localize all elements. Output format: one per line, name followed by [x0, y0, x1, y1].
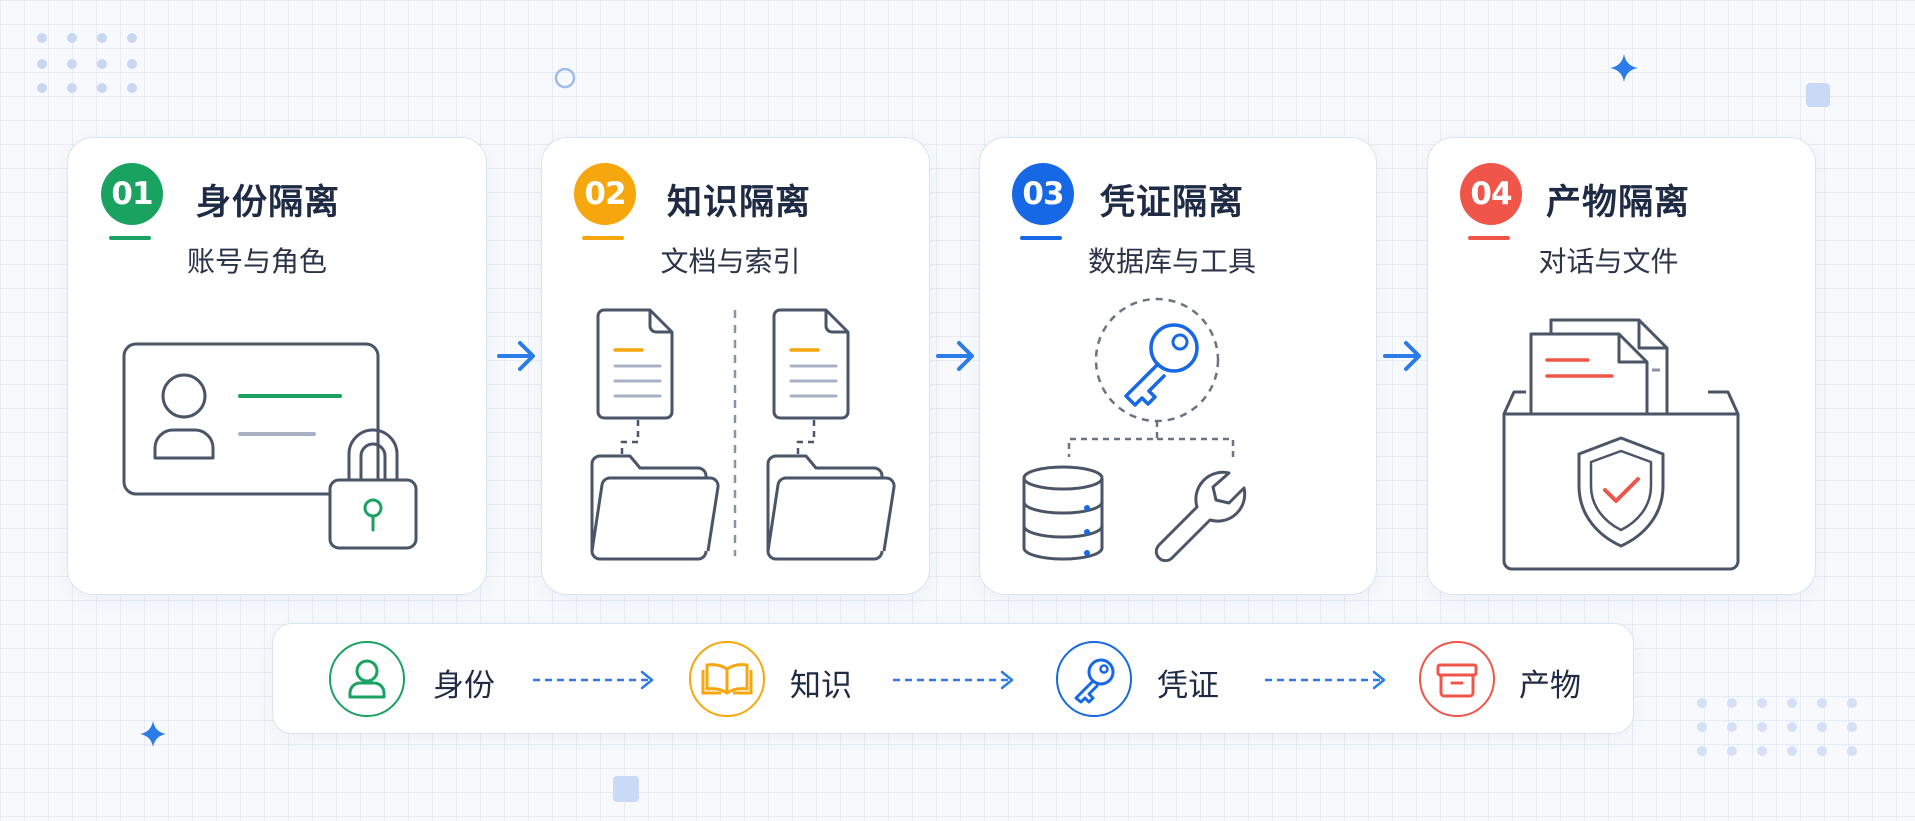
- dot-grid-decoration: [1697, 698, 1857, 756]
- card-title: 产物隔离: [1546, 183, 1691, 223]
- arrow-right-icon: [936, 341, 974, 371]
- shielded-box-icon: [1502, 318, 1740, 571]
- badge-underline: [582, 236, 624, 240]
- flow-label: 产物: [1519, 668, 1581, 704]
- flow-label: 知识: [790, 668, 852, 704]
- card-subtitle: 数据库与工具: [1087, 245, 1256, 278]
- dashed-arrow-icon: [893, 670, 1014, 690]
- square-decoration: [613, 776, 639, 802]
- step-number-badge: 03: [1012, 163, 1074, 225]
- badge-underline: [1468, 236, 1510, 240]
- arrow-right-icon: [1383, 341, 1421, 371]
- step-number-badge: 04: [1460, 163, 1522, 225]
- step-number-badge: 01: [101, 163, 163, 225]
- card-knowledge-isolation: 02 知识隔离 文档与索引: [541, 137, 930, 595]
- step-number-badge: 02: [574, 163, 636, 225]
- card-credential-isolation: 03 凭证隔离 数据库与工具: [979, 137, 1377, 595]
- flow-label: 身份: [433, 668, 495, 704]
- sparkle-decoration: [140, 721, 166, 747]
- card-identity-isolation: 01 身份隔离 账号与角色: [67, 137, 487, 595]
- key-icon: [1056, 641, 1132, 717]
- ring-decoration: [554, 67, 576, 89]
- dashed-arrow-icon: [533, 670, 654, 690]
- id-card-lock-icon: [122, 342, 418, 550]
- user-icon: [329, 641, 405, 717]
- square-decoration: [1806, 83, 1830, 107]
- arrow-right-icon: [497, 341, 535, 371]
- card-subtitle: 文档与索引: [660, 245, 801, 278]
- card-title: 知识隔离: [667, 183, 812, 223]
- isolation-flow-bar: 身份 知识 凭证 产物: [272, 623, 1634, 734]
- dashed-arrow-icon: [1265, 670, 1386, 690]
- card-subtitle: 对话与文件: [1538, 245, 1679, 278]
- card-title: 身份隔离: [196, 183, 341, 223]
- document-folder-icon: [590, 308, 896, 561]
- key-database-tool-icon: [1022, 297, 1247, 563]
- badge-underline: [1020, 236, 1062, 240]
- card-artifact-isolation: 04 产物隔离 对话与文件: [1427, 137, 1816, 595]
- dot-grid-decoration: [37, 33, 137, 93]
- card-subtitle: 账号与角色: [186, 245, 327, 278]
- archive-box-icon: [1419, 641, 1495, 717]
- sparkle-decoration: [1610, 54, 1638, 82]
- flow-label: 凭证: [1157, 668, 1219, 704]
- badge-underline: [109, 236, 151, 240]
- book-icon: [689, 641, 765, 717]
- card-title: 凭证隔离: [1100, 183, 1245, 223]
